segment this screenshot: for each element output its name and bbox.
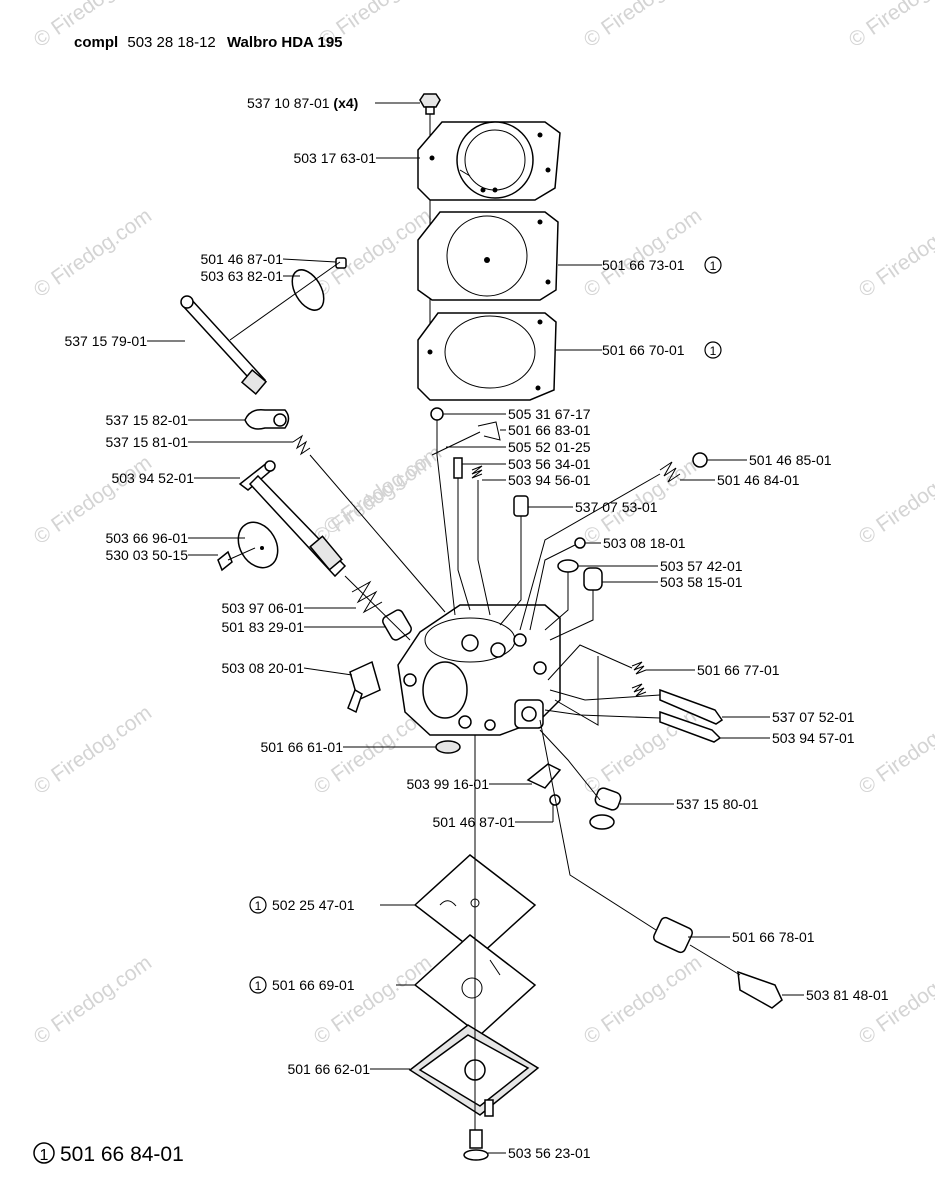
header-prefix: compl [74,34,118,51]
kit-symbol: 1 [249,896,267,914]
part-label[interactable]: 537 15 79-01 [64,333,147,349]
part-label[interactable]: 501 46 87-01 [200,251,283,267]
top-screw-drawing [419,93,441,115]
part-label[interactable]: 501 66 61-01 [260,739,343,755]
watermark: © Firedog.com [310,204,436,302]
part-label[interactable]: 503 94 52-01 [111,470,194,486]
svg-text:1: 1 [710,344,717,358]
watermark: © Firedog.com [310,951,436,1049]
watermark: © Firedog.com [580,204,706,302]
part-label[interactable]: 502 25 47-01 [272,897,355,913]
footer-kit-number: 501 66 84-01 [60,1143,184,1166]
part-label[interactable]: 537 15 80-01 [676,796,759,812]
watermark: © Firedog.com [320,441,446,539]
part-label[interactable]: 503 81 48-01 [806,987,889,1003]
filter-screen-drawing [435,740,461,754]
watermark: © Firedog.com [855,204,935,302]
part-label[interactable]: 501 66 69-01 [272,977,355,993]
part-label[interactable]: 501 83 29-01 [221,619,304,635]
part-label[interactable]: 537 10 87-01 (x4) [247,95,358,111]
part-label[interactable]: 501 66 78-01 [732,929,815,945]
svg-text:1: 1 [255,899,262,913]
choke-disc-drawing [217,521,279,572]
part-label[interactable]: 505 52 01-25 [508,439,591,455]
gasket-drawing [417,312,557,401]
part-label[interactable]: 537 07 52-01 [772,709,855,725]
part-label[interactable]: 501 46 87-01 [432,814,515,830]
choke-shaft-drawing [238,460,347,578]
part-label[interactable]: 503 97 06-01 [221,600,304,616]
carburetor-body-drawing [397,604,561,736]
part-label[interactable]: 503 99 16-01 [406,776,489,792]
part-label[interactable]: 503 56 23-01 [508,1145,591,1161]
part-labels: 537 10 87-01 (x4) 503 17 63-01 501 66 73… [64,95,888,1161]
part-label[interactable]: 503 56 34-01 [508,456,591,472]
watermark: © Firedog.com [845,0,935,52]
swivel-drawing [589,787,622,830]
cover-plate-drawing [417,121,561,201]
watermark: © Firedog.com [855,451,935,549]
kit-symbol: 1 [704,341,722,359]
part-label[interactable]: 503 57 42-01 [660,558,743,574]
fuel-fitting-drawing [347,660,381,714]
part-label[interactable]: 503 94 57-01 [772,730,855,746]
kit-symbol: 1 [249,976,267,994]
watermark: © Firedog.com [30,701,156,799]
part-drawings [180,93,783,1161]
watermark: © Firedog.com [580,951,706,1049]
adjusting-needles-drawing [631,661,724,743]
watermark: © Firedog.com [580,0,706,52]
watermark: © Firedog.com [30,204,156,302]
part-label[interactable]: 503 58 15-01 [660,574,743,590]
kit-symbol: 1 [40,1147,49,1164]
part-label[interactable]: 501 46 85-01 [749,452,832,468]
part-label[interactable]: 501 66 62-01 [287,1061,370,1077]
qty-suffix: (x4) [333,95,358,111]
lever-drawing [244,408,290,430]
small-parts-drawing [430,407,708,591]
part-label[interactable]: 501 66 73-01 [602,257,685,273]
part-label[interactable]: 501 66 70-01 [602,342,685,358]
svg-text:1: 1 [710,259,717,273]
bottom-screw-drawing [463,1129,489,1161]
bushing-drawing [382,609,412,641]
diaphragm-drawing [417,211,559,301]
kit-symbol: 1 [704,256,722,274]
footer-kit-reference: 1 501 66 84-01 [33,1142,184,1166]
idle-screw-drawing [652,916,783,1009]
part-label[interactable]: 503 94 56-01 [508,472,591,488]
watermark: © Firedog.com [855,701,935,799]
pump-cover-drawing [408,1024,540,1117]
watermark: © Firedog.com [30,951,156,1049]
part-label[interactable]: 537 07 53-01 [575,499,658,515]
part-label[interactable]: 537 15 81-01 [105,434,188,450]
part-label[interactable]: 501 66 83-01 [508,422,591,438]
svg-text:1: 1 [255,979,262,993]
part-label[interactable]: 503 63 82-01 [200,268,283,284]
part-label[interactable]: 501 46 84-01 [717,472,800,488]
part-label[interactable]: 503 66 96-01 [105,530,188,546]
page-header: compl 503 28 18-12 Walbro HDA 195 [74,34,343,51]
part-label[interactable]: 505 31 67-17 [508,406,591,422]
part-label[interactable]: 503 08 18-01 [603,535,686,551]
small-spring-drawing [292,434,311,456]
header-code: 503 28 18-12 [127,34,215,51]
throttle-valve-drawing [229,257,347,341]
part-label[interactable]: 537 15 82-01 [105,412,188,428]
leader-lines [147,102,804,1154]
part-label[interactable]: 503 17 63-01 [293,150,376,166]
part-label[interactable]: 530 03 50-15 [105,547,188,563]
part-label[interactable]: 501 66 77-01 [697,662,780,678]
throttle-shaft-drawing [180,295,268,395]
header-model: Walbro HDA 195 [227,34,343,51]
part-label[interactable]: 503 08 20-01 [221,660,304,676]
